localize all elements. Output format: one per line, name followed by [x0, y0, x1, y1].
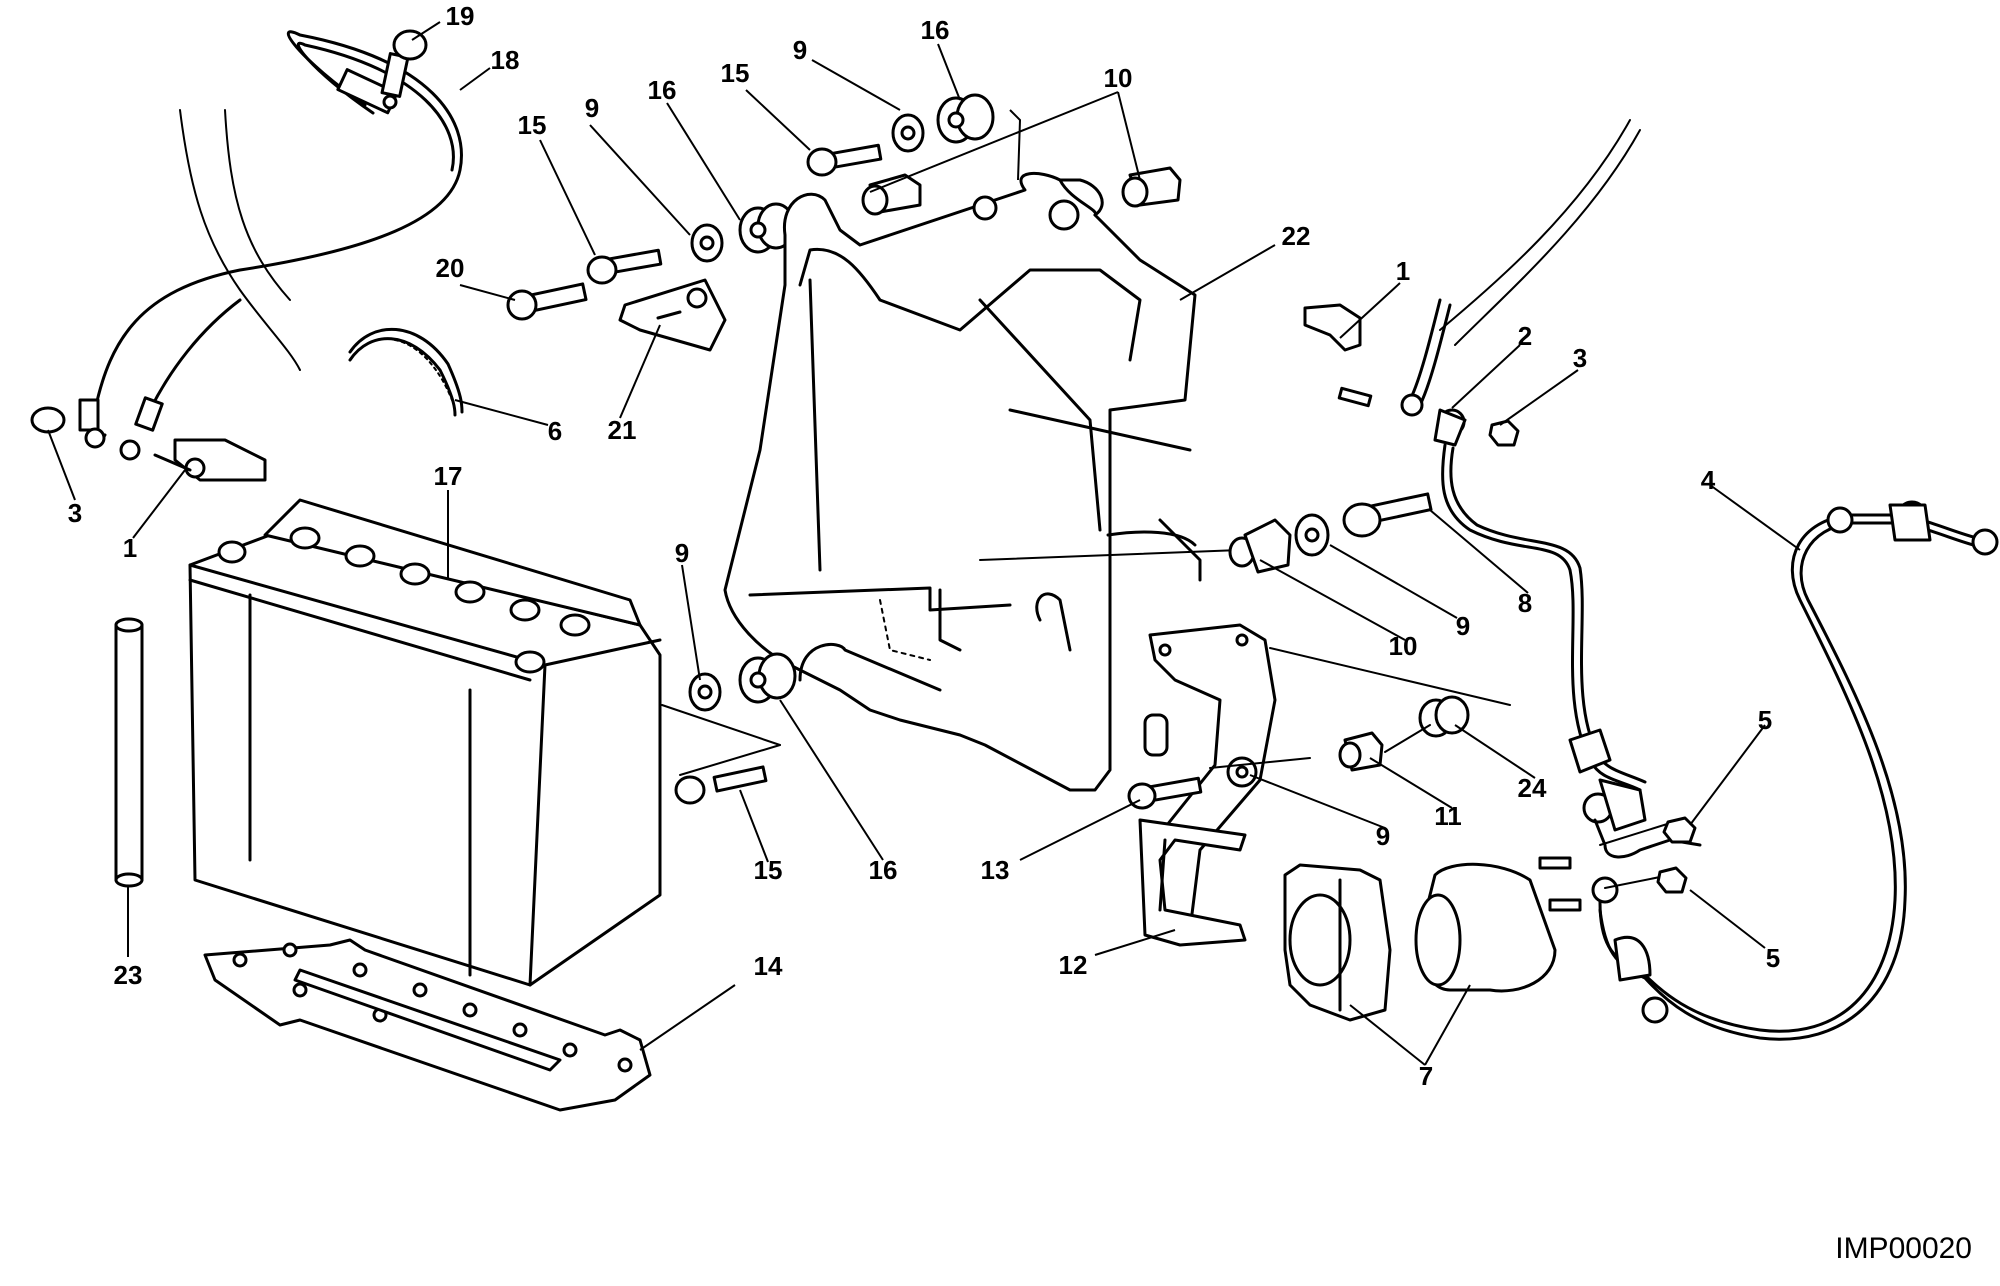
- right-cables: [1303, 298, 1999, 1041]
- callout-1: 1: [123, 533, 137, 563]
- callout-2: 2: [1518, 321, 1532, 351]
- callout-4: 4: [1701, 465, 1716, 495]
- vent-tube: [114, 617, 144, 888]
- bracket-21: [506, 278, 727, 352]
- battery-strap: [348, 328, 464, 417]
- callout-16: 16: [648, 75, 677, 105]
- callout-9: 9: [675, 538, 689, 568]
- callout-9: 9: [1376, 821, 1390, 851]
- callout-16: 16: [869, 855, 898, 885]
- callout-5: 5: [1766, 943, 1780, 973]
- battery-tray: [203, 938, 652, 1112]
- battery: [188, 498, 662, 987]
- callout-1: 1: [1396, 256, 1410, 286]
- grommet-group: [1338, 695, 1470, 772]
- callout-7: 7: [1419, 1061, 1433, 1091]
- callout-9: 9: [585, 93, 599, 123]
- callout-12: 12: [1059, 950, 1088, 980]
- callout-17: 17: [434, 461, 463, 491]
- callout-18: 18: [491, 45, 520, 75]
- callout-5: 5: [1758, 705, 1772, 735]
- callout-3: 3: [68, 498, 82, 528]
- callout-19: 19: [446, 1, 475, 31]
- callout-16: 16: [921, 15, 950, 45]
- ground-cable: [93, 30, 463, 412]
- callout-21: 21: [608, 415, 637, 445]
- callout-9: 9: [793, 35, 807, 65]
- callout-6: 6: [548, 416, 562, 446]
- callout-15: 15: [518, 110, 547, 140]
- side-fasteners: [979, 492, 1433, 574]
- diagram-reference-code: IMP00020: [1835, 1232, 1972, 1265]
- starter-relay: [1283, 856, 1582, 1022]
- callout-8: 8: [1518, 588, 1532, 618]
- relay-bracket: [1127, 623, 1511, 947]
- callout-24: 24: [1518, 773, 1547, 803]
- callout-13: 13: [981, 855, 1010, 885]
- upper-fasteners: [586, 93, 1182, 285]
- callout-15: 15: [721, 58, 750, 88]
- frame-outline-lines: [179, 109, 1641, 371]
- callout-3: 3: [1573, 343, 1587, 373]
- lower-left-fasteners: [661, 652, 797, 805]
- callout-11: 11: [1434, 801, 1462, 831]
- leader-lines: [47, 21, 1801, 1066]
- callout-14: 14: [754, 951, 783, 981]
- bolt-19: [380, 29, 428, 98]
- callout-10: 10: [1389, 631, 1418, 661]
- callout-9: 9: [1456, 611, 1470, 641]
- callout-20: 20: [436, 253, 465, 283]
- callout-labels: 19 18 16 9 15 10 9 16 15 22 20 21 6 1 2 …: [68, 1, 1780, 1091]
- callout-15: 15: [754, 855, 783, 885]
- battery-holder-frame: [723, 171, 1202, 792]
- callout-10: 10: [1104, 63, 1133, 93]
- left-terminal-group: [30, 298, 267, 482]
- callout-23: 23: [114, 960, 143, 990]
- callout-22: 22: [1282, 221, 1311, 251]
